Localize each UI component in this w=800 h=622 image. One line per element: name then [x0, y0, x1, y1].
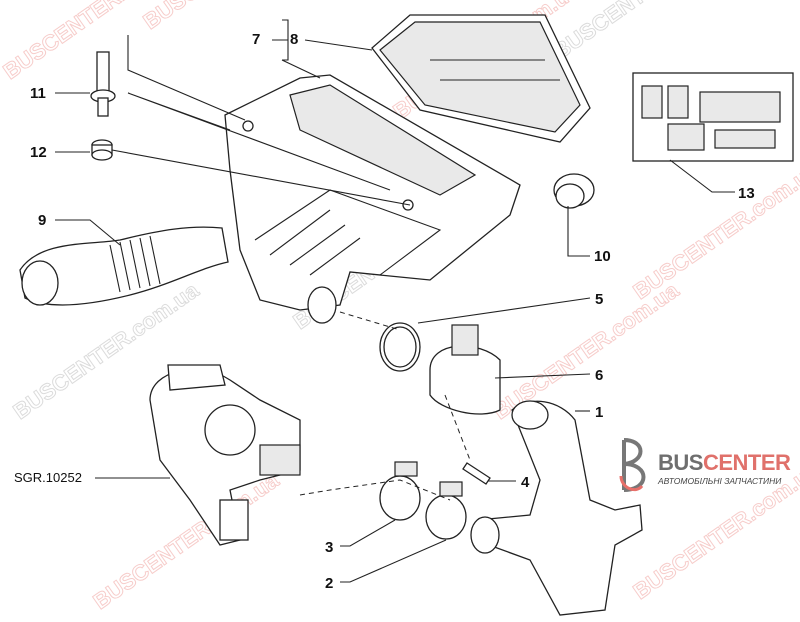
part-3-clamp[interactable] — [379, 461, 421, 521]
part-13-filter-kit[interactable] — [632, 72, 794, 162]
callout-10: 10 — [594, 248, 611, 265]
part-4-screw[interactable] — [462, 462, 491, 485]
callout-4: 4 — [521, 474, 530, 491]
callout-12: 12 — [30, 144, 47, 161]
part-11-bolt[interactable] — [90, 51, 116, 117]
logo-b-mark — [619, 438, 646, 492]
logo-wordmark: BUSCENTER — [658, 450, 791, 476]
reference-code: SGR.10252 — [14, 470, 82, 485]
watermark: BUSCENTER.com.ua — [629, 157, 800, 304]
callout-3: 3 — [325, 539, 333, 556]
part-2-clamp[interactable] — [425, 481, 467, 540]
logo-center: CENTER — [702, 450, 791, 475]
part-12-grommet[interactable] — [91, 139, 113, 161]
logo-subtitle: АВТОМОБІЛЬНІ ЗАПЧАСТИНИ — [658, 476, 782, 486]
callout-9: 9 — [38, 212, 46, 229]
part-8-filter-cover[interactable] — [371, 14, 591, 143]
watermark: BUSCENTER.com.ua — [549, 0, 744, 64]
leader-lines — [55, 19, 735, 583]
part-10-cap[interactable] — [553, 173, 595, 209]
part-6-maf-sensor[interactable] — [429, 324, 501, 415]
callout-1: 1 — [595, 404, 603, 421]
callout-7: 7 — [252, 31, 260, 48]
logo-bus: BUS — [658, 450, 703, 475]
part-1-intake-duct[interactable] — [470, 400, 643, 616]
watermark: BUSCENTER.com.ua — [139, 0, 334, 34]
part-7-airbox[interactable] — [224, 74, 521, 324]
callout-11: 11 — [30, 85, 46, 102]
callout-5: 5 — [595, 291, 603, 308]
part-5-seal-inner — [383, 326, 417, 368]
part-9-hose[interactable] — [19, 226, 229, 306]
buscenter-logo: BUSCENTER АВТОМОБІЛЬНІ ЗАПЧАСТИНИ — [618, 436, 798, 496]
turbocharger[interactable] — [149, 364, 301, 546]
callout-6: 6 — [595, 367, 603, 384]
callout-8: 8 — [290, 31, 298, 48]
callout-2: 2 — [325, 575, 333, 592]
callout-13: 13 — [738, 185, 755, 202]
